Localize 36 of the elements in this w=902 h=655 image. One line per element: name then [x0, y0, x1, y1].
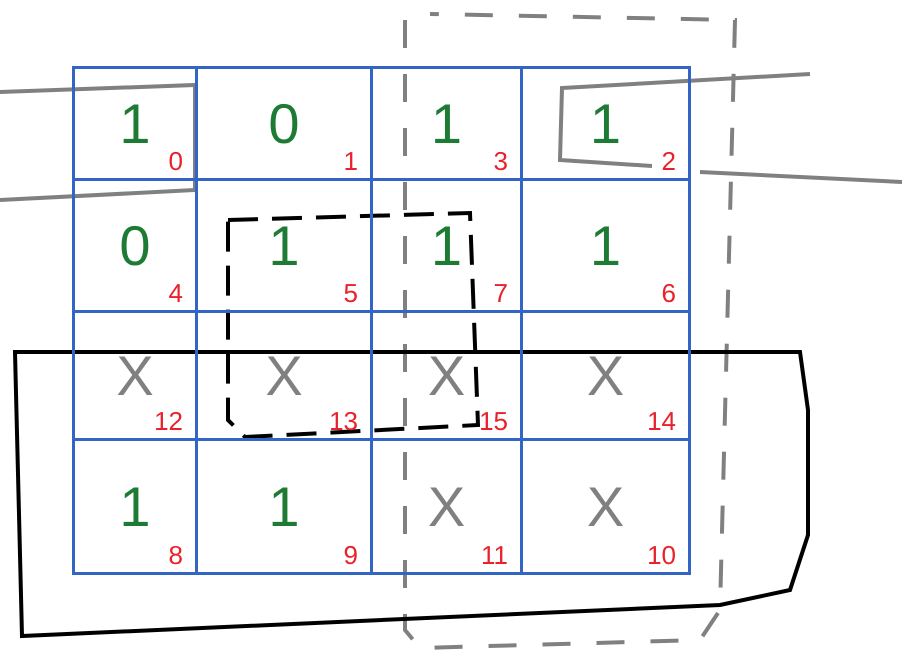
map-cell [72, 66, 198, 181]
cell-index: 12 [154, 408, 183, 434]
cell-value: 1 [119, 478, 151, 534]
cell-value: 1 [590, 218, 622, 274]
cell-index: 7 [494, 280, 508, 306]
cell-value: X [265, 348, 303, 404]
cell-index: 6 [662, 280, 676, 306]
cell-value: X [586, 348, 624, 404]
cell-index: 15 [479, 408, 508, 434]
cell-value: 1 [430, 218, 462, 274]
map-cell [520, 438, 691, 575]
cell-index: 9 [344, 542, 358, 568]
cell-index: 5 [344, 280, 358, 306]
cell-value: 1 [590, 96, 622, 152]
cell-value: 1 [430, 96, 462, 152]
cell-index: 4 [168, 280, 183, 306]
cell-index: 10 [647, 542, 676, 568]
cell-index: 2 [662, 148, 676, 174]
cell-value: 1 [268, 218, 300, 274]
cell-index: 11 [481, 542, 508, 568]
cell-index: 1 [344, 148, 358, 174]
cell-value: 0 [268, 96, 300, 152]
cell-value: 1 [268, 478, 300, 534]
cell-value: X [428, 478, 466, 534]
cell-value: X [116, 348, 154, 404]
cell-index: 8 [168, 542, 183, 568]
map-cell [72, 438, 198, 575]
cell-index: 0 [168, 148, 183, 174]
cell-value: 0 [119, 218, 151, 274]
cell-index: 13 [329, 408, 358, 434]
map-cell [520, 66, 691, 181]
cell-value: X [428, 348, 466, 404]
cell-index: 14 [647, 408, 676, 434]
cell-value: X [586, 478, 624, 534]
cell-value: 1 [119, 96, 151, 152]
cell-index: 3 [494, 148, 508, 174]
